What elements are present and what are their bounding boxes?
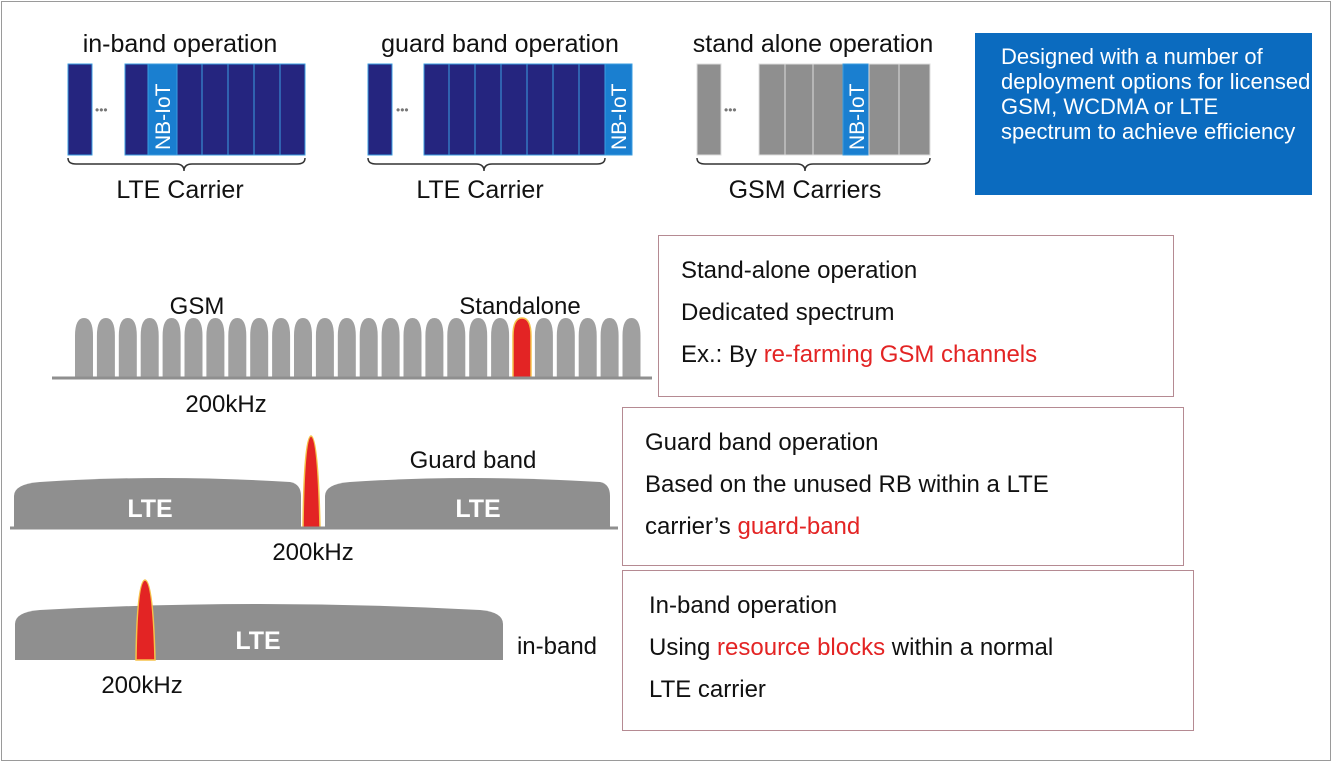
ellipsis: ••• bbox=[724, 103, 737, 117]
nb-iot-label: NB-IoT bbox=[608, 83, 631, 150]
box-heading: In-band operation bbox=[649, 592, 838, 619]
standalone-label: Standalone bbox=[459, 293, 581, 320]
text-suffix: within a normal bbox=[885, 634, 1054, 661]
box-text: Dedicated spectrum bbox=[681, 299, 895, 326]
standalone-channel-peak bbox=[512, 317, 532, 379]
box-text: carrier’s guard-band bbox=[645, 506, 1183, 548]
gsm-channel-peak bbox=[162, 318, 181, 378]
inband-title: in-band operation bbox=[82, 30, 278, 58]
box-heading: Stand-alone operation bbox=[681, 257, 918, 284]
gsm-channel-peak bbox=[469, 318, 488, 378]
gsm-spectrum bbox=[75, 317, 641, 379]
gsm-channel-peak bbox=[578, 318, 597, 378]
highlight-text: resource blocks bbox=[717, 634, 886, 661]
gsm-channel-peak bbox=[491, 318, 510, 378]
gsm-carriers-label: GSM Carriers bbox=[728, 176, 882, 204]
guardband-title: guard band operation bbox=[381, 30, 619, 58]
inband-label: in-band bbox=[516, 633, 598, 660]
gsm-channel-peak bbox=[425, 318, 444, 378]
gsm-channel-peak bbox=[75, 318, 93, 378]
lte-label: LTE bbox=[127, 495, 172, 523]
freq-label: 200kHz bbox=[185, 391, 267, 418]
info-callout: Designed with a number of deployment opt… bbox=[975, 33, 1312, 195]
lte-carrier-label: LTE Carrier bbox=[416, 176, 544, 204]
nb-iot-label: NB-IoT bbox=[152, 83, 175, 150]
text-prefix: Ex.: By bbox=[681, 341, 764, 368]
box-heading: Guard band operation bbox=[645, 429, 879, 456]
nb-iot-label: NB-IoT bbox=[846, 83, 869, 150]
gsm-channel-peak bbox=[381, 318, 400, 378]
gsm-channel-peak bbox=[556, 318, 575, 378]
gsm-channel-peak bbox=[600, 318, 619, 378]
gsm-channel-peak bbox=[534, 318, 553, 378]
lte-label: LTE bbox=[455, 495, 500, 523]
gsm-channel-peak bbox=[622, 318, 641, 378]
gsm-channel-peak bbox=[315, 318, 334, 378]
gsm-channel-peak bbox=[250, 318, 269, 378]
highlight-text: guard-band bbox=[737, 513, 861, 540]
gsm-channel-peak bbox=[359, 318, 378, 378]
standalone-description-box: Stand-alone operation Dedicated spectrum… bbox=[658, 235, 1174, 397]
guardband-description-box: Guard band operation Based on the unused… bbox=[622, 407, 1184, 566]
box-text: Ex.: By re-farming GSM channels bbox=[681, 334, 1173, 376]
gsm-channel-peak bbox=[337, 318, 356, 378]
gsm-channel-peak bbox=[403, 318, 422, 378]
inband-spectrum bbox=[15, 579, 503, 661]
gsm-channel-peak bbox=[228, 318, 247, 378]
freq-label: 200kHz bbox=[101, 672, 183, 699]
gsm-channel-peak bbox=[140, 318, 159, 378]
highlight-text: re-farming GSM channels bbox=[763, 341, 1038, 368]
gsm-label: GSM bbox=[169, 293, 225, 320]
freq-label: 200kHz bbox=[272, 539, 354, 566]
box-text: Based on the unused RB within a LTE bbox=[645, 471, 1049, 498]
gsm-channel-peak bbox=[96, 318, 115, 378]
gsm-channel-peak bbox=[118, 318, 137, 378]
text-prefix: carrier’s bbox=[645, 513, 738, 540]
gsm-channel-peak bbox=[206, 318, 225, 378]
lte-label: LTE bbox=[235, 627, 280, 655]
guardband-carrier-diagram bbox=[367, 63, 633, 172]
text-prefix: Using bbox=[649, 634, 718, 661]
ellipsis: ••• bbox=[396, 103, 409, 117]
inband-carrier-diagram bbox=[67, 63, 306, 172]
lte-carrier-label: LTE Carrier bbox=[116, 176, 244, 204]
box-text: Using resource blocks within a normal bbox=[649, 627, 1193, 669]
inband-description-box: In-band operation Using resource blocks … bbox=[622, 570, 1194, 731]
standalone-carrier-diagram bbox=[696, 63, 931, 172]
guardband-spectrum bbox=[10, 435, 618, 530]
gsm-channel-peak bbox=[272, 318, 291, 378]
standalone-title: stand alone operation bbox=[692, 30, 934, 58]
gsm-channel-peak bbox=[294, 318, 312, 378]
ellipsis: ••• bbox=[95, 103, 108, 117]
gsm-channel-peak bbox=[184, 318, 203, 378]
gsm-channel-peak bbox=[447, 318, 466, 378]
box-text: LTE carrier bbox=[649, 676, 766, 703]
guardband-label: Guard band bbox=[409, 447, 537, 474]
